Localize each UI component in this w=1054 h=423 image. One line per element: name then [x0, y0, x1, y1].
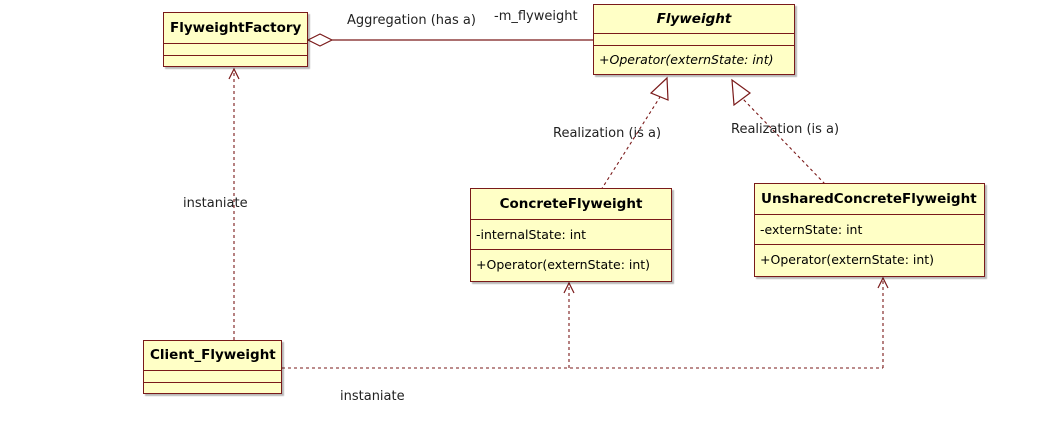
class-flyweight-factory[interactable]: FlyweightFactory — [163, 12, 308, 67]
attribute-text: -internalState: int — [471, 219, 671, 249]
attributes-compartment — [164, 43, 307, 55]
operations-compartment — [144, 382, 281, 393]
class-unshared-concrete-flyweight[interactable]: UnsharedConcreteFlyweight -externState: … — [754, 183, 985, 277]
realization-right-label: Realization (is a) — [731, 122, 840, 137]
attributes-compartment — [594, 33, 794, 45]
aggregation-label: Aggregation (has a) — [347, 13, 476, 28]
class-name: Client_Flyweight — [150, 347, 276, 363]
attribute-text: -externState: int — [755, 214, 984, 244]
operation-text: +Operator(externState: int) — [755, 244, 984, 276]
class-concrete-flyweight[interactable]: ConcreteFlyweight -internalState: int +O… — [470, 188, 672, 282]
operation-text: +Operator(externState: int) — [594, 45, 794, 74]
class-flyweight[interactable]: Flyweight +Operator(externState: int) — [593, 4, 795, 75]
realization-left-arrowhead — [649, 76, 669, 101]
instantiate-factory-label: instaniate — [183, 196, 248, 211]
realization-right-arrowhead — [731, 78, 752, 107]
class-client-flyweight[interactable]: Client_Flyweight — [143, 340, 282, 394]
instantiate-client-label: instaniate — [340, 389, 405, 404]
dependency-concrete-arrowhead — [563, 281, 575, 294]
realization-left-label: Realization (is a) — [553, 126, 662, 141]
operations-compartment — [164, 55, 307, 66]
dependency-factory-arrowhead — [228, 67, 240, 80]
realization-left-line — [600, 96, 661, 191]
aggregation-role-label: -m_flyweight — [494, 9, 578, 24]
dependency-unshared-arrowhead — [877, 276, 889, 289]
attributes-compartment — [144, 370, 281, 382]
aggregation-diamond — [306, 33, 334, 47]
operation-text: +Operator(externState: int) — [471, 249, 671, 281]
class-name: UnsharedConcreteFlyweight — [761, 191, 977, 207]
class-name: Flyweight — [656, 11, 732, 27]
realization-right-line — [742, 98, 826, 185]
class-name: ConcreteFlyweight — [499, 196, 643, 212]
class-name: FlyweightFactory — [170, 20, 302, 36]
